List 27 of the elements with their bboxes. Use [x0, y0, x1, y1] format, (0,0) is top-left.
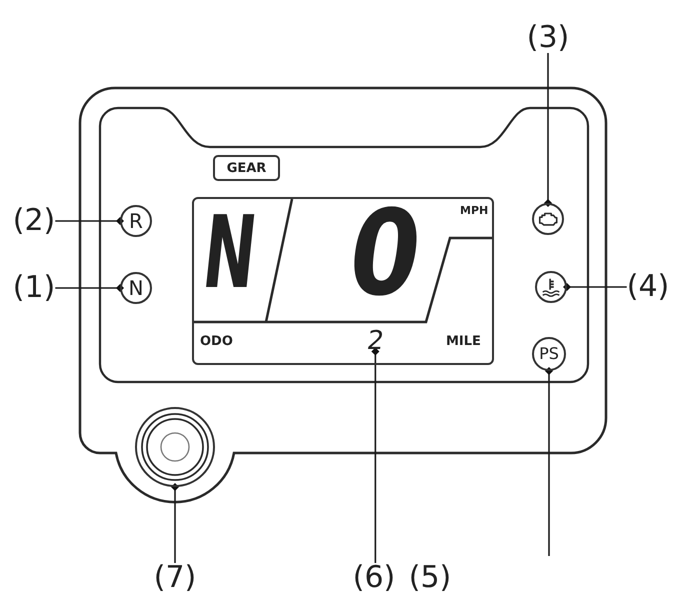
- indicator-light: PS: [532, 337, 566, 371]
- odometer-label: ODO: [200, 335, 233, 348]
- leader-line: [563, 283, 627, 291]
- indicator-light: [532, 203, 564, 235]
- callout-number: (4): [626, 272, 670, 302]
- unit-label: MPH: [460, 205, 488, 216]
- leader-line: [545, 367, 553, 556]
- indicator-light: N: [120, 272, 152, 304]
- callout-number: (1): [12, 273, 56, 303]
- callout-number: (5): [408, 563, 452, 593]
- callout-number: (7): [154, 563, 196, 593]
- indicator-light: [535, 271, 567, 303]
- callout-number: (6): [352, 563, 396, 593]
- leader-line: [55, 217, 124, 225]
- unit-label: MILE: [446, 335, 481, 348]
- leader-line: [544, 53, 552, 207]
- knob: [135, 407, 215, 487]
- label-plate: GEAR: [213, 155, 280, 181]
- callout-number: (2): [12, 206, 56, 236]
- leader-line: [55, 284, 124, 292]
- indicator-light: R: [120, 205, 152, 237]
- leader-line: [171, 483, 179, 563]
- leader-line: [371, 348, 380, 563]
- odometer-digit: 2: [366, 332, 386, 352]
- lcd-screen: [192, 197, 494, 365]
- gear-digit: N: [200, 215, 260, 290]
- callout-number: (3): [526, 23, 570, 53]
